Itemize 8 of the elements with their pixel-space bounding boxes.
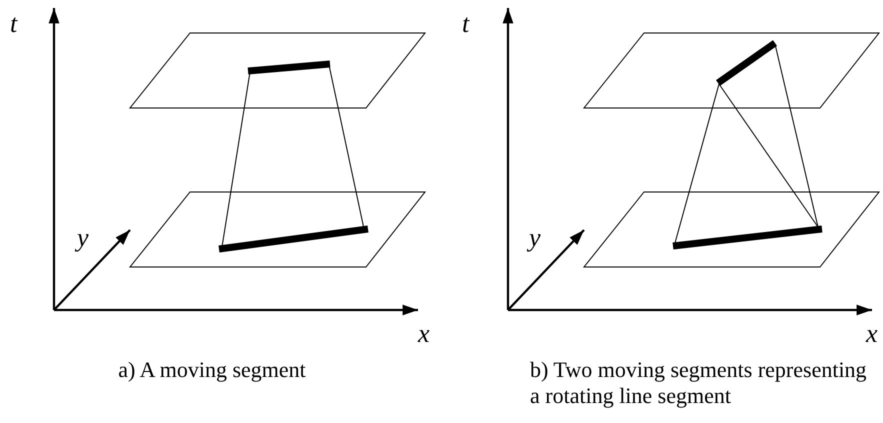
axis-label: y — [77, 222, 89, 254]
caption: a) A moving segment — [117, 357, 307, 384]
caption: b) Two moving segments representing a rotating line segment — [530, 357, 868, 410]
axis-label: t — [10, 8, 18, 40]
axis-label: x — [418, 318, 430, 350]
axis-label: t — [462, 8, 470, 40]
axis-label: x — [866, 318, 878, 350]
axis-label: y — [529, 222, 541, 254]
